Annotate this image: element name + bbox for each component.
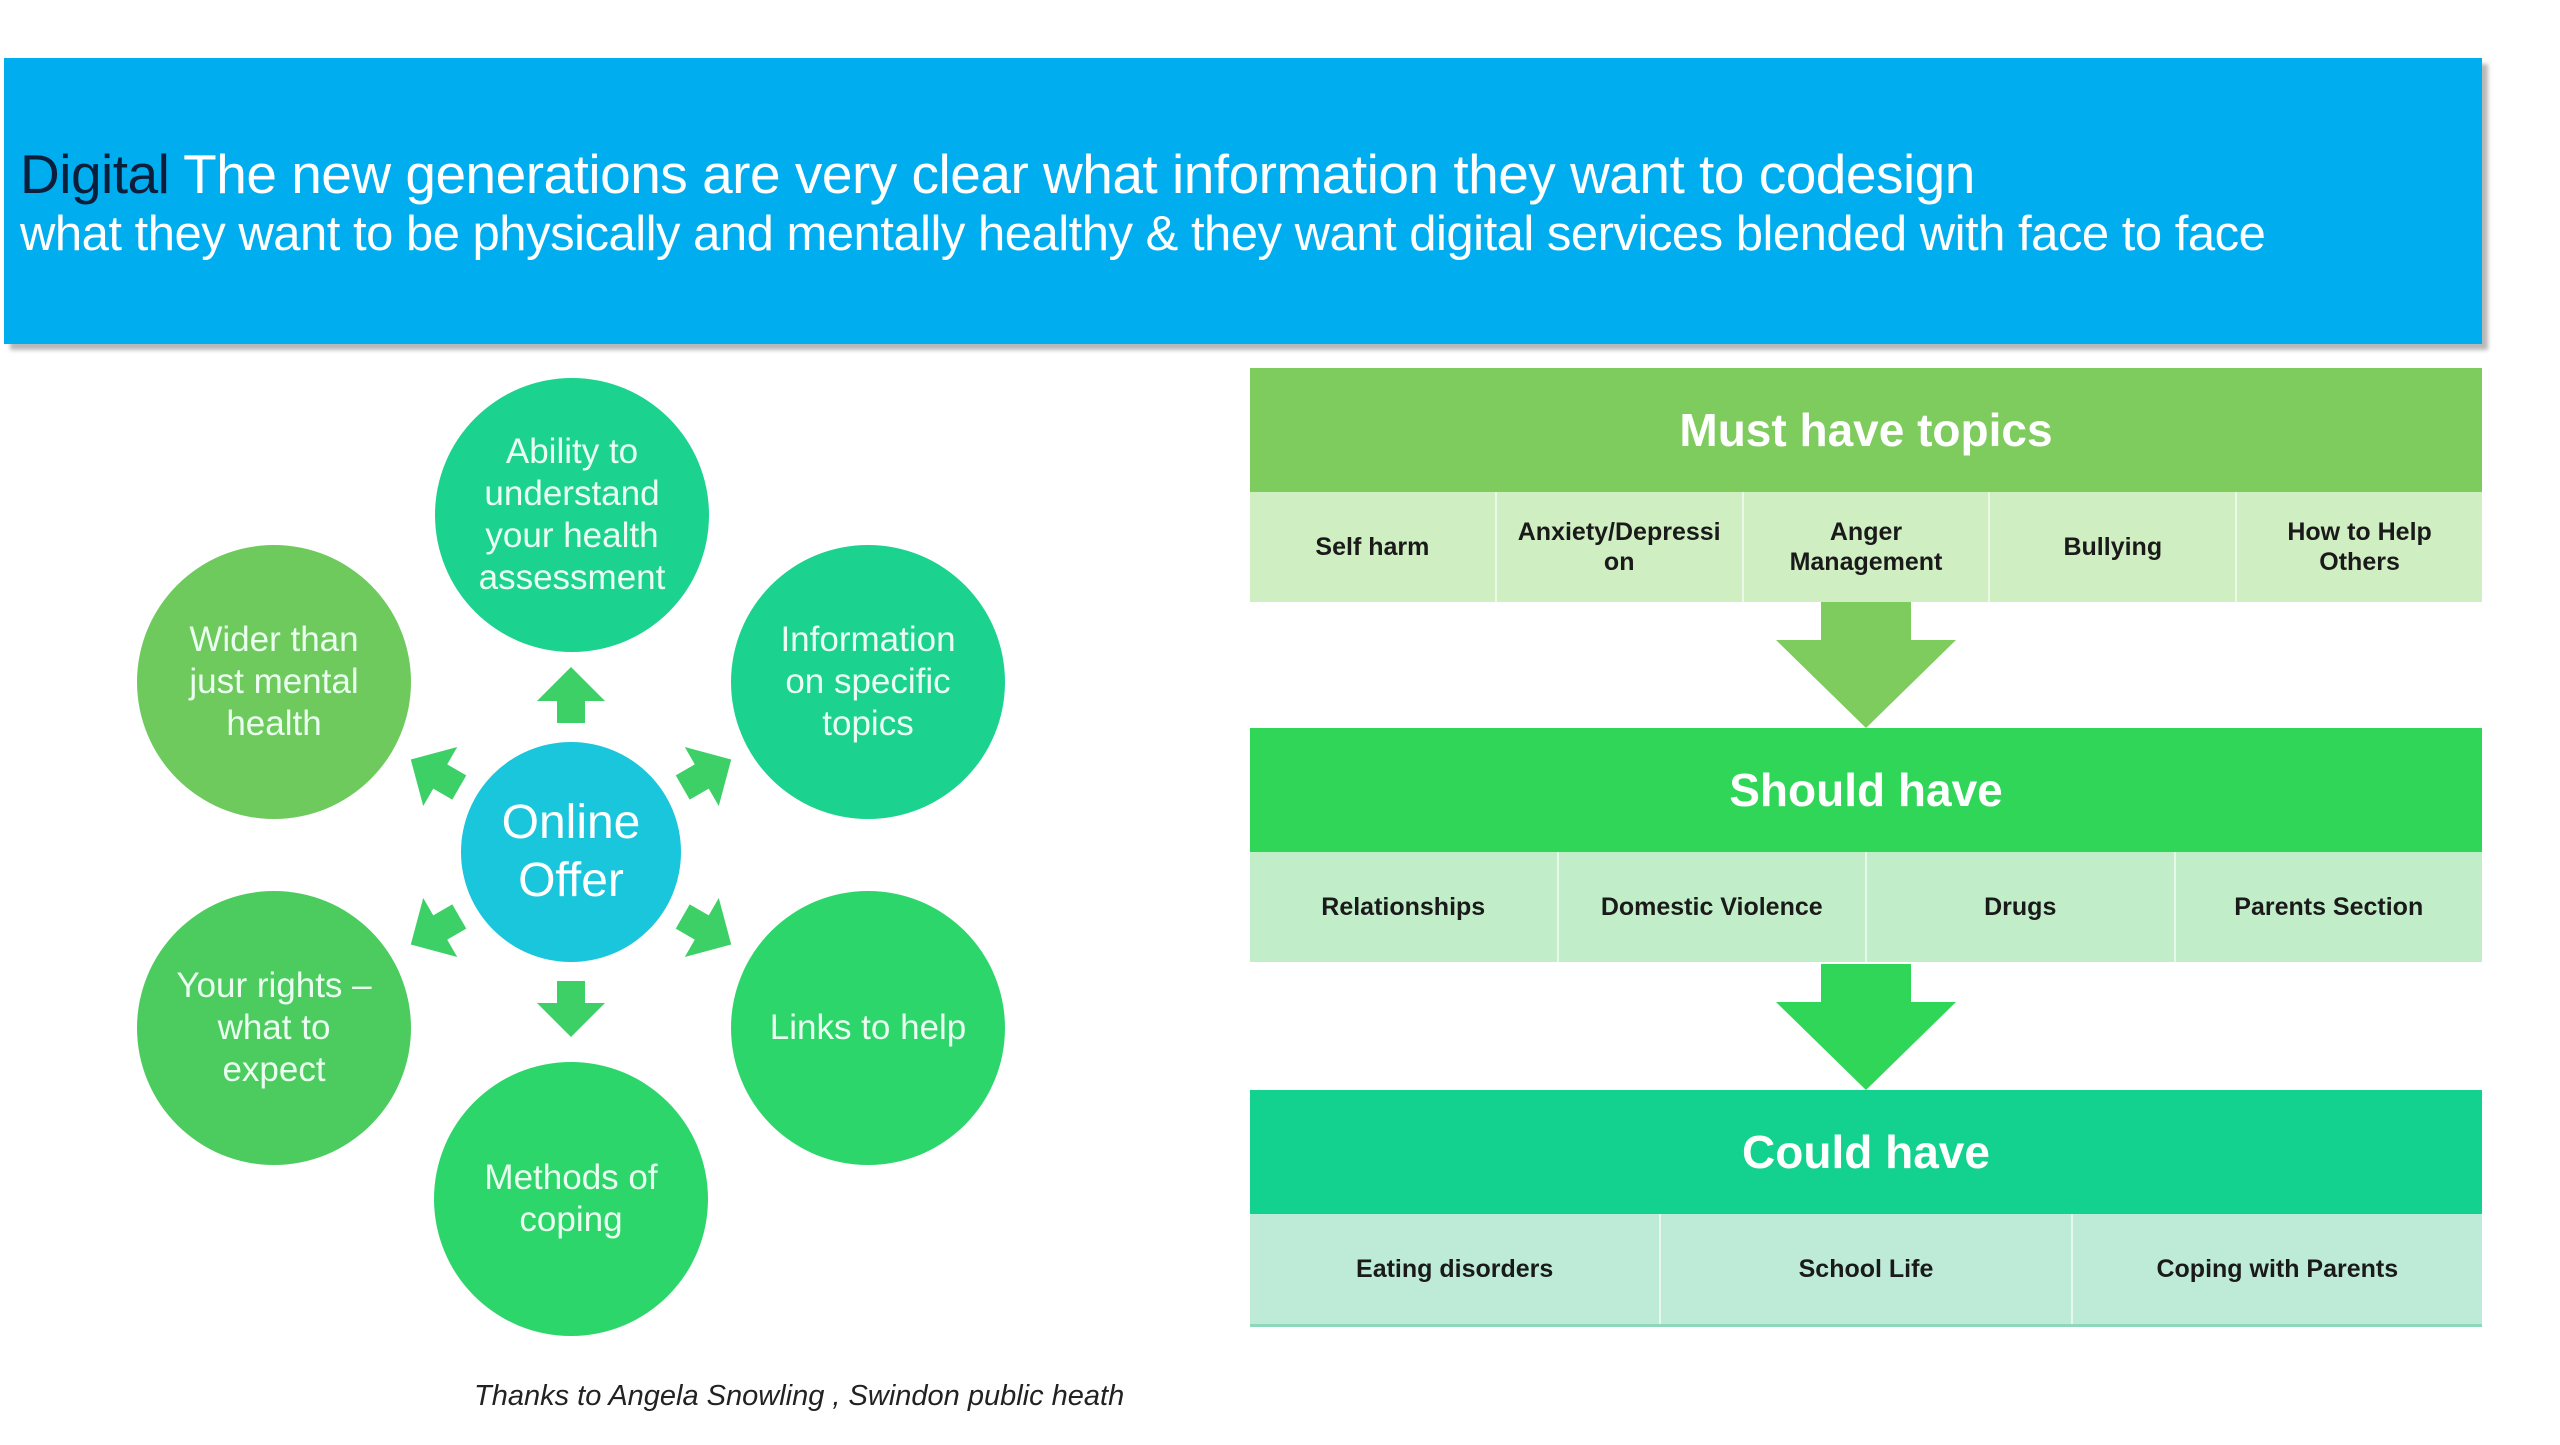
topic-cell: Self harm	[1250, 492, 1497, 602]
topic-cell: Parents Section	[2234, 893, 2424, 921]
node-wider-than-mental-health: Wider than just mental health	[137, 545, 411, 819]
tier-items: Eating disorders School Life Coping with…	[1250, 1214, 2482, 1327]
topic-cell: Anger Management	[1744, 492, 1991, 602]
tier-should-have: Should have Relationships Domestic Viole…	[1250, 728, 2482, 962]
arrow-down-icon	[537, 981, 605, 1037]
topic-cell: Anxiety/Depressi on	[1497, 492, 1744, 602]
node-label: Your rights – what to expect	[176, 966, 372, 1089]
tier-items: Self harm Anxiety/Depressi on Anger Mana…	[1250, 492, 2482, 602]
tier-header: Should have	[1250, 728, 2482, 852]
tier-could-have: Could have Eating disorders School Life …	[1250, 1090, 2482, 1327]
node-your-rights: Your rights – what to expect	[137, 891, 411, 1165]
topic-cell: Domestic Violence	[1559, 852, 1867, 962]
tier-must-have: Must have topics Self harm Anxiety/Depre…	[1250, 368, 2482, 602]
arrow-up-icon	[537, 667, 605, 723]
node-health-assessment: Ability to understand your health assess…	[435, 378, 709, 652]
banner-prefix: Digital	[20, 143, 170, 205]
title-banner: Digital The new generations are very cle…	[4, 58, 2482, 344]
topic-cell: Relationships	[1250, 852, 1559, 962]
node-specific-topics: Information on specific topics	[731, 545, 1005, 819]
center-online-offer: Online Offer	[461, 742, 681, 962]
banner-headline: Digital The new generations are very cle…	[20, 142, 1975, 206]
online-offer-cycle: Ability to understand your health assess…	[0, 0, 1200, 1440]
arrow-upper-left-icon	[410, 747, 467, 806]
topic-cell: Drugs	[1867, 852, 2176, 962]
topic-cell: How to Help Others	[2287, 518, 2432, 576]
topic-cell: Bullying	[1990, 492, 2238, 602]
tier-header: Could have	[1250, 1090, 2482, 1214]
banner-headline-text: The new generations are very clear what …	[183, 143, 1975, 205]
topic-cell: School Life	[1661, 1214, 2073, 1324]
node-label: Wider than just mental health	[189, 620, 359, 743]
down-arrow-1	[1776, 602, 1956, 728]
topic-cell: Eating disorders	[1250, 1214, 1662, 1324]
cycle-arrows	[410, 667, 732, 1037]
node-label: Information on specific topics	[780, 620, 956, 743]
node-label: Methods of coping	[484, 1158, 658, 1239]
tier-items: Relationships Domestic Violence Drugs Pa…	[1250, 852, 2482, 962]
down-arrow-2	[1776, 964, 1956, 1090]
center-label: Online Offer	[501, 796, 641, 907]
node-methods-of-coping: Methods of coping	[434, 1062, 708, 1336]
credit-note: Thanks to Angela Snowling , Swindon publ…	[474, 1380, 1125, 1412]
topic-cell: Coping with Parents	[2156, 1255, 2399, 1283]
node-label: Links to help	[769, 1008, 967, 1047]
node-links-to-help: Links to help	[731, 891, 1005, 1165]
arrow-lower-right-icon	[675, 898, 732, 957]
arrow-lower-left-icon	[410, 898, 467, 957]
tier-header: Must have topics	[1250, 368, 2482, 492]
arrow-upper-right-icon	[675, 747, 732, 806]
banner-subline: what they want to be physically and ment…	[20, 207, 2266, 261]
node-label: Ability to understand your health assess…	[478, 432, 666, 597]
